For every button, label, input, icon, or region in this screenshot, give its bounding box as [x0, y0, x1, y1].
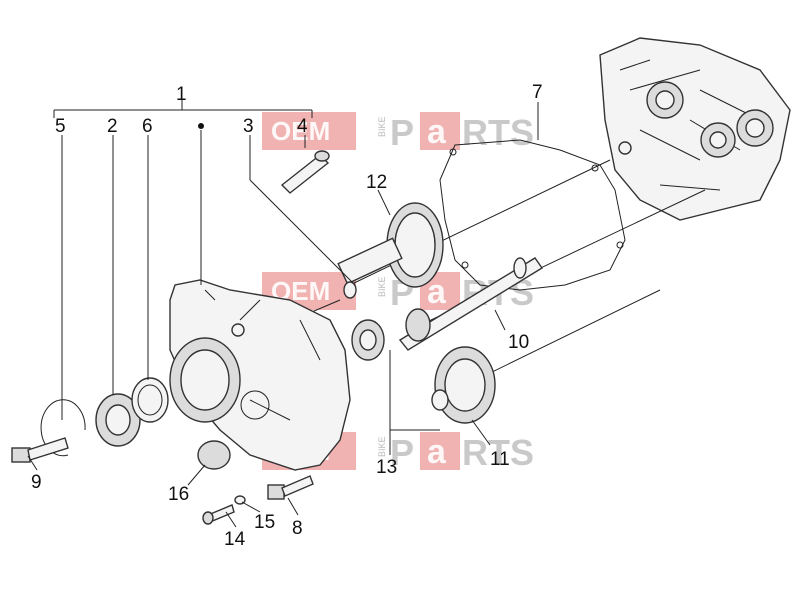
assembly-bracket — [53, 100, 313, 129]
svg-text:P: P — [390, 432, 414, 473]
bolt-8 — [267, 475, 314, 500]
seal-6 — [131, 377, 169, 423]
gear-11 — [431, 346, 496, 424]
watermark-top: OEM BIKE P a RTS — [262, 112, 534, 153]
shaft-bearing — [351, 319, 385, 361]
svg-text:OEM: OEM — [271, 116, 330, 146]
label-12: 12 — [366, 172, 387, 193]
label-3: 3 — [243, 116, 254, 137]
label-14: 14 — [224, 529, 246, 550]
bolt-9 — [11, 437, 69, 463]
svg-text:a: a — [427, 273, 447, 311]
svg-text:RTS: RTS — [462, 112, 534, 153]
label-6: 6 — [142, 116, 153, 137]
label-5: 5 — [55, 116, 66, 137]
svg-text:P: P — [390, 112, 414, 153]
label-16: 16 — [168, 484, 189, 505]
label-9: 9 — [31, 472, 42, 493]
gear-12 — [337, 202, 444, 299]
label-11: 11 — [490, 449, 510, 470]
svg-text:BIKE: BIKE — [377, 436, 387, 457]
svg-text:RTS: RTS — [462, 432, 534, 473]
label-1: 1 — [176, 84, 187, 105]
plug-16 — [197, 440, 231, 470]
drive-shaft — [398, 257, 544, 351]
label-15: 15 — [254, 512, 275, 533]
screw-14 — [202, 504, 235, 525]
label-4: 4 — [297, 116, 308, 137]
leader-lines — [27, 102, 539, 528]
crankcase-half — [599, 37, 791, 221]
label-13: 13 — [376, 457, 397, 478]
gasket — [439, 139, 626, 291]
part-4-pinion — [280, 150, 330, 194]
svg-text:BIKE: BIKE — [377, 276, 387, 297]
bracket-dot — [198, 123, 204, 129]
dowel-pin — [618, 141, 632, 155]
transmission-cover — [169, 279, 351, 471]
label-7: 7 — [532, 82, 543, 103]
svg-text:BIKE: BIKE — [377, 116, 387, 137]
svg-text:a: a — [427, 113, 447, 151]
bearing-2 — [95, 393, 141, 447]
svg-text:a: a — [427, 433, 447, 471]
label-2: 2 — [107, 116, 118, 137]
label-10: 10 — [508, 332, 529, 353]
label-8: 8 — [292, 518, 303, 539]
